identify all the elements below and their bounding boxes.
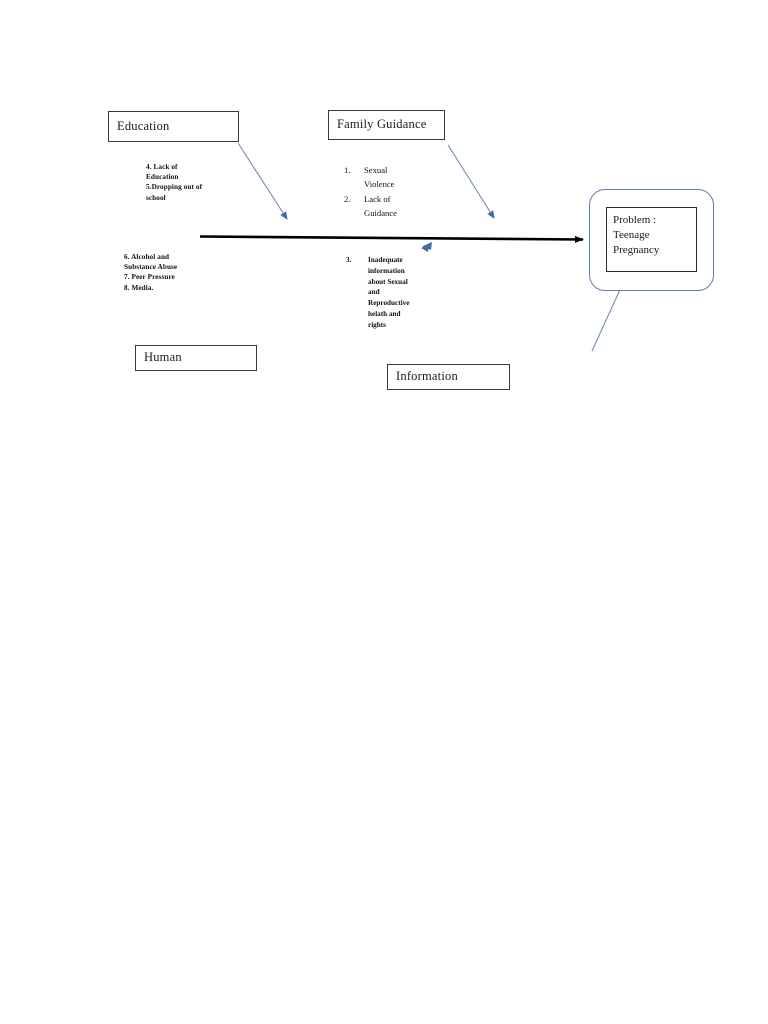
category-label-information: Information <box>396 369 458 384</box>
list-item-label: Lack of Guidance <box>364 193 397 218</box>
category-box-education[interactable]: Education <box>108 111 239 142</box>
category-label-human: Human <box>144 350 182 365</box>
spine-arrow <box>199 235 584 243</box>
category-label-family-guidance: Family Guidance <box>337 117 427 132</box>
problem-box[interactable]: Problem : Teenage Pregnancy <box>606 207 697 272</box>
list-item-number: 2. <box>344 193 351 204</box>
category-box-human[interactable]: Human <box>135 345 257 371</box>
branch-arrow-family-guidance <box>447 144 495 219</box>
category-box-family-guidance[interactable]: Family Guidance <box>328 110 445 140</box>
branch-arrow-information <box>422 242 432 250</box>
cause-list-information: 3. Inadequate information about Sexual a… <box>346 255 438 333</box>
branch-arrow-education <box>237 142 288 220</box>
list-item: 1. Sexual Violence <box>344 164 434 192</box>
list-item-number: 1. <box>344 165 351 175</box>
list-item-label: Sexual Violence <box>364 165 395 189</box>
cause-list-family-guidance: 1. Sexual Violence 2. Lack of Guidance <box>344 164 434 222</box>
list-item-number: 3. <box>346 256 352 264</box>
cause-list-education: 4. Lack of Education 5.Dropping out of s… <box>146 163 203 202</box>
cause-list-human: 6. Alcohol and Substance Abuse 7. Peer P… <box>124 253 178 292</box>
category-box-information[interactable]: Information <box>387 364 510 390</box>
category-label-education: Education <box>117 118 170 133</box>
list-item: 3. Inadequate information about Sexual a… <box>346 255 438 331</box>
list-item: 2. Lack of Guidance <box>344 193 434 221</box>
list-item-label: Inadequate information about Sexual and … <box>368 256 410 329</box>
